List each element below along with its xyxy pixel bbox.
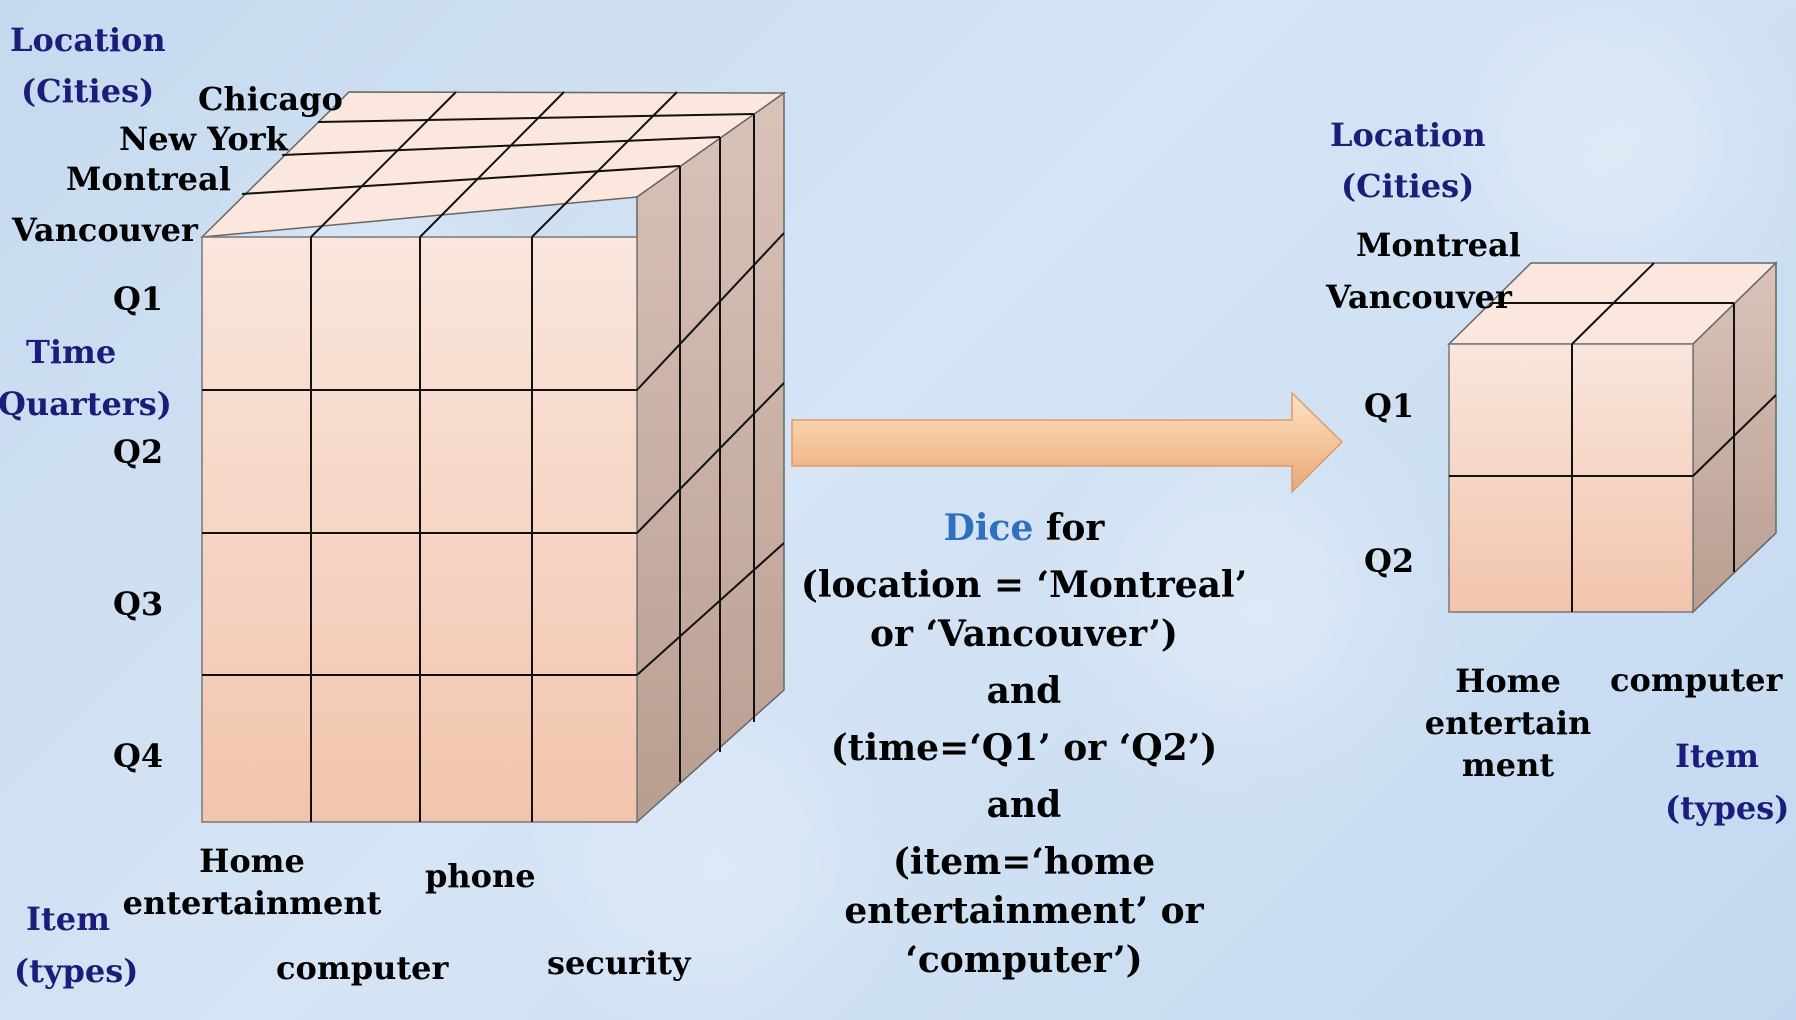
dice-line-2: (location = ‘Montreal’: [800, 564, 1248, 606]
small-item-axis-sublabel: (types): [1665, 789, 1790, 827]
big-location-axis-label: Location: [10, 21, 166, 59]
dice-line-1-rest: for: [1033, 507, 1105, 549]
big-city-chicago: Chicago: [198, 80, 343, 118]
dice-line-1: Dice for: [794, 500, 1254, 557]
small-cube-grid-lines: [1449, 262, 1777, 612]
dice-arrow: [791, 391, 1344, 494]
dice-line-5: (time=‘Q1’ or ‘Q2’): [830, 727, 1218, 769]
small-item-axis-label: Item: [1675, 737, 1759, 775]
big-item-axis-label: Item: [26, 900, 110, 938]
big-item-home-line1: Home: [199, 842, 305, 880]
dice-line-7: (item=‘home: [892, 841, 1156, 883]
big-time-axis-sublabel: Quarters): [0, 385, 172, 423]
small-item-home-entertainment: Home entertain ment: [1425, 660, 1592, 786]
big-cube-grid-lines: [202, 91, 785, 822]
dice-line-4: and: [986, 670, 1062, 712]
big-quarter-q1: Q1: [113, 280, 164, 318]
big-city-new-york: New York: [119, 120, 288, 158]
dice-line-6: and: [986, 784, 1062, 826]
big-cube: [199, 91, 787, 824]
small-item-home-line2: entertain: [1424, 704, 1592, 742]
big-city-montreal: Montreal: [66, 160, 231, 198]
small-location-axis-label: Location: [1330, 116, 1486, 154]
dice-line-3: or ‘Vancouver’): [870, 613, 1178, 655]
small-quarter-q2: Q2: [1364, 542, 1415, 580]
big-item-home-line2: entertainment: [122, 884, 382, 922]
big-time-axis-label: Time: [26, 333, 117, 371]
small-cube: [1447, 261, 1778, 614]
small-item-home-line3: ment: [1461, 746, 1555, 784]
big-item-computer: computer: [276, 949, 449, 987]
big-quarter-q2: Q2: [113, 433, 164, 471]
small-city-vancouver: Vancouver: [1326, 278, 1512, 316]
big-item-security: security: [547, 944, 691, 982]
dice-condition-text: Dice for (location = ‘Montreal’ or ‘Vanc…: [794, 500, 1254, 989]
big-item-phone: phone: [425, 857, 536, 895]
big-item-axis-sublabel: (types): [14, 952, 139, 990]
small-item-home-line1: Home: [1455, 662, 1561, 700]
big-location-axis-sublabel: (Cities): [21, 72, 155, 110]
small-quarter-q1: Q1: [1364, 387, 1415, 425]
small-location-axis-sublabel: (Cities): [1341, 167, 1475, 205]
dice-line-8: entertainment’ or: [844, 890, 1204, 932]
small-city-montreal: Montreal: [1356, 226, 1521, 264]
small-item-computer: computer: [1610, 661, 1783, 699]
dice-line-9: ‘computer’): [905, 939, 1143, 981]
dice-keyword: Dice: [943, 507, 1034, 549]
big-quarter-q4: Q4: [113, 737, 164, 775]
big-quarter-q3: Q3: [113, 585, 164, 623]
big-city-vancouver: Vancouver: [12, 211, 198, 249]
big-item-home-entertainment: Home entertainment: [123, 840, 382, 924]
